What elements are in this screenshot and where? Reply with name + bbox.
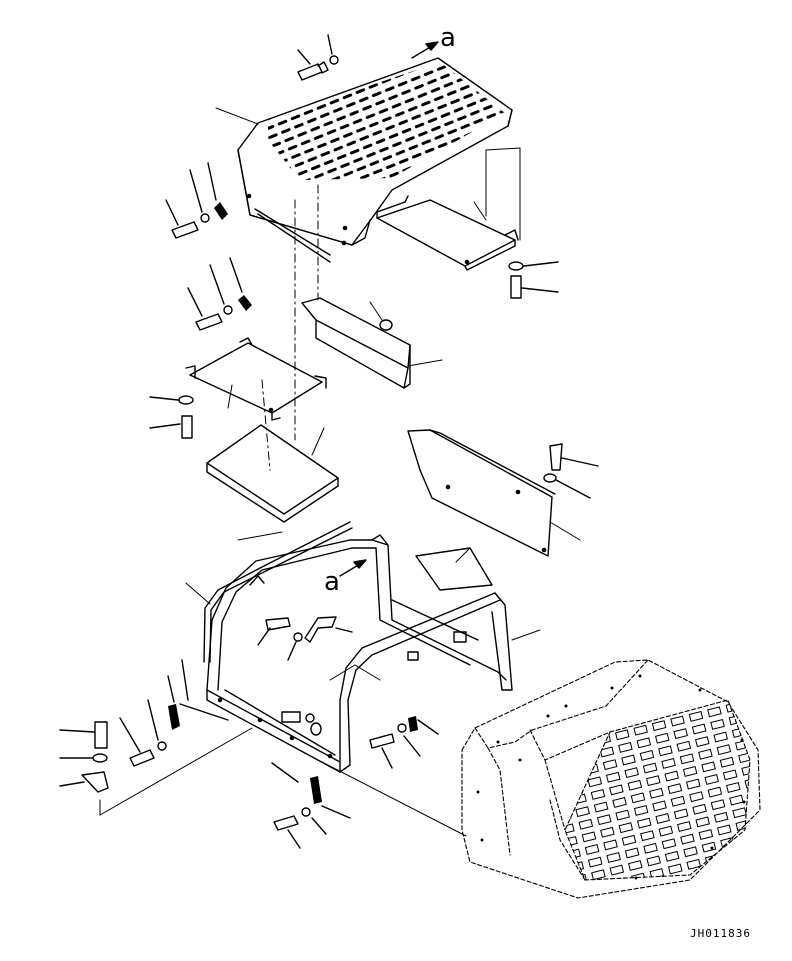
bolt-cluster-lower-left <box>59 721 109 793</box>
center-lines <box>261 184 319 471</box>
view-label-middle: a <box>324 567 340 597</box>
rear-cover <box>461 659 761 899</box>
bolt-cluster-lower-left-2 <box>119 659 189 767</box>
leader-lines <box>99 107 581 837</box>
left-plate <box>185 337 327 421</box>
bar-block <box>301 297 411 389</box>
center-plate <box>206 424 339 523</box>
right-panel <box>376 195 519 271</box>
bolt-cluster-frame-right <box>369 716 439 769</box>
drawing-code: JH011836 <box>690 927 751 940</box>
view-arrow-top <box>411 41 439 59</box>
side-cover <box>407 429 556 557</box>
bolt-cluster-left-2 <box>187 257 252 331</box>
bolt-cluster-right-side <box>543 443 599 499</box>
bolt-cluster-left-3 <box>149 395 194 439</box>
bolt-cluster-top <box>297 34 339 81</box>
handle-loop <box>304 616 337 643</box>
view-label-top: a <box>440 23 456 53</box>
rear-cover-dots <box>476 674 746 880</box>
view-arrow-middle <box>339 559 367 577</box>
top-cover <box>237 57 513 263</box>
frame-hardware <box>281 711 322 736</box>
frame-panel <box>415 547 493 591</box>
bolt-cluster-frame <box>257 617 353 661</box>
main-frame <box>206 534 513 773</box>
pad <box>379 319 393 331</box>
bolt-cluster-left-1 <box>165 162 228 239</box>
bolt-cluster-right-top <box>508 261 559 299</box>
bolt-cluster-bottom <box>273 776 351 849</box>
rubber-strips <box>179 521 353 783</box>
